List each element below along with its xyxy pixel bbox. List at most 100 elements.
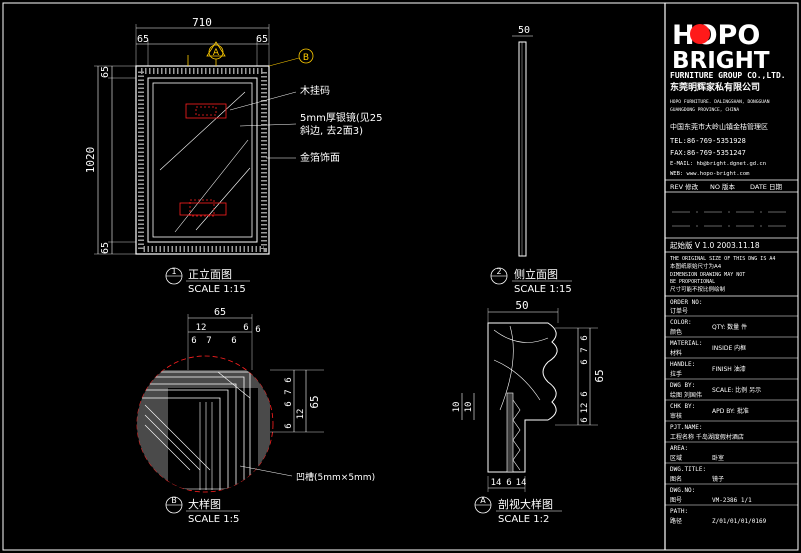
dim-b-top: 12 <box>196 323 207 333</box>
company-en: FURNITURE GROUP CO.,LTD. <box>670 71 786 80</box>
wood-hanger-bottom-inner <box>189 199 215 217</box>
field-label: PATH: <box>670 508 688 515</box>
dim-a-bottom: 14 <box>516 478 527 488</box>
view-title: 剖视大样图 <box>498 497 553 511</box>
wood-grain <box>493 359 541 401</box>
field-value: INSIDE 内框 <box>712 344 746 352</box>
field-label-cn: 绘图 刘国伟 <box>670 391 702 399</box>
view-scale: SCALE 1:15 <box>514 284 572 295</box>
dim-b-right: 6 <box>284 401 294 406</box>
dim-b-top: 6 <box>191 336 196 346</box>
field-label: ORDER NO: <box>670 299 703 306</box>
callout-gold-leaf: 金箔饰面 <box>300 151 340 164</box>
field-value: 卧室 <box>712 454 724 462</box>
dim-a-left: 10 <box>464 402 474 413</box>
note-line: 本图纸原始尺寸为A4 <box>670 262 722 270</box>
field-value: FINISH 油漆 <box>712 365 746 373</box>
dim-b-right: 6 <box>284 423 294 428</box>
dim-a-right: 6 <box>580 417 590 422</box>
frame-edge <box>137 376 245 490</box>
section-mark-arrow <box>206 41 226 57</box>
field-label-cn: 工程名称 千岛湖度假村酒店 <box>670 433 744 441</box>
note-line: DIMENSION DRAWING MAY NOT <box>670 272 745 278</box>
tb-field-project: PJT.NAME: 工程名称 千岛湖度假村酒店 <box>665 424 798 443</box>
field-label: DWG.TITLE: <box>670 466 706 473</box>
address-line: FAX:86-769-5351247 <box>670 149 746 157</box>
tb-field-order: ORDER NO: 订单号 <box>665 299 798 317</box>
tb-field-chk-by: CHK BY: 审核 APD BY: 批准 <box>665 403 798 422</box>
callout-leader <box>229 91 297 111</box>
field-value: Z/01/01/01/0169 <box>712 518 767 525</box>
field-label-cn: 图号 <box>670 497 682 504</box>
field-label-cn: 订单号 <box>670 307 688 315</box>
address-line: TEL:86-769-5351928 <box>670 137 746 145</box>
field-label: PJT.NAME: <box>670 424 703 431</box>
dim-a-right-total: 65 <box>593 369 606 382</box>
dim-depth: 50 <box>518 25 530 36</box>
front-view: 710 65 65 A B 1020 65 65 木挂码 5mm厚银镜(见25 … <box>84 16 382 295</box>
dim-b-right: 7 <box>284 389 294 394</box>
wood-grain <box>493 329 549 343</box>
front-gilded-band <box>138 68 267 252</box>
tb-field-handle: HANDLE: 拉手 FINISH 油漆 <box>665 361 798 380</box>
inner-area <box>168 388 258 488</box>
view-scale: SCALE 1:5 <box>188 514 239 525</box>
tb-field-dwg-by: DWG BY: 绘图 刘国伟 SCALE: 比例 另示 <box>665 382 798 401</box>
tb-field-title: DWG.TITLE: 图名 镜子 <box>665 466 798 485</box>
field-label: AREA: <box>670 445 688 452</box>
front-inner-frame <box>147 77 258 243</box>
dim-a-right: 6 <box>580 391 590 396</box>
tb-field-dwg-no: DWG.NO: 图号 VM-2386 1/1 <box>665 487 798 506</box>
miter-line <box>217 371 251 399</box>
dim-right-margin: 65 <box>256 34 268 45</box>
dim-top-margin: 65 <box>100 66 111 78</box>
note-line: BE PROPORTIONAL <box>670 279 715 285</box>
backing-hatch <box>512 399 521 471</box>
side-profile <box>518 41 527 257</box>
tb-field-path: PATH: 路径 Z/01/01/01/0169 <box>670 508 767 525</box>
mirror-section <box>506 392 514 473</box>
callout-mirror-2: 斜边, 去2面3) <box>300 124 363 137</box>
field-label: DWG BY: <box>670 382 695 389</box>
side-view: 50 2 侧立面图 SCALE 1:15 <box>490 25 572 295</box>
field-label-cn: 材料 <box>670 349 682 357</box>
detail-b-view: 65 12 6 7 6 6 6 6 7 6 12 6 65 凹槽(5mm×5mm… <box>136 307 375 525</box>
field-label-cn: 审核 <box>670 412 682 420</box>
dim-height: 1020 <box>84 147 97 174</box>
detail-ref-label: B <box>303 53 309 63</box>
title-block: HOPO BRIGHT FURNITURE GROUP CO.,LTD. 东莞明… <box>665 20 798 525</box>
address-line: E-MAIL: hb@bright.dgnet.gd.cn <box>670 161 766 167</box>
view-number: 2 <box>496 267 501 276</box>
logo-hopo: HOPO <box>672 20 760 51</box>
dim-left-margin: 65 <box>137 34 149 45</box>
detail-ref-circle <box>298 48 314 64</box>
dim-b-top: 6 <box>255 325 260 335</box>
address-line: 中国东莞市大岭山镇金桔管理区 <box>670 122 768 131</box>
tb-field-material: MATERIAL: 材料 INSIDE 内框 <box>665 340 798 359</box>
view-number: B <box>171 496 177 505</box>
view-scale: SCALE 1:2 <box>498 514 549 525</box>
logo-dot-icon <box>690 24 710 44</box>
hatch-line <box>144 414 201 471</box>
view-title: 大样图 <box>188 497 221 511</box>
field-value: 镜子 <box>712 475 724 483</box>
field-value: APD BY: 批准 <box>712 407 749 415</box>
address-line: HOPO FURNITURE. DALINGSHAN, DONGGUAN <box>670 99 770 105</box>
logo-bright: BRIGHT <box>672 48 770 74</box>
frame-edge <box>137 383 237 490</box>
section-a-view: 50 6 7 6 6 12 6 65 10 10 14 6 14 A 剖视大样图… <box>452 299 606 525</box>
mirror-reflection-line <box>174 139 249 233</box>
hatch-line <box>144 424 191 471</box>
callout-leader <box>239 123 297 127</box>
wood-hanger-top-inner <box>195 106 217 116</box>
address-line: GUANGDONG PROVINCE, CHINA <box>670 107 739 113</box>
dim-b-top: 65 <box>214 307 226 318</box>
field-value: VM-2386 1/1 <box>712 497 752 504</box>
field-label-cn: 拉手 <box>670 370 682 378</box>
address-line: WEB: www.hopo-bright.com <box>670 171 750 177</box>
callout-leader <box>239 465 293 477</box>
rev-header: DATE 日期 <box>750 183 782 191</box>
view-number: A <box>480 496 486 505</box>
field-label-cn: 路径 <box>670 517 682 525</box>
